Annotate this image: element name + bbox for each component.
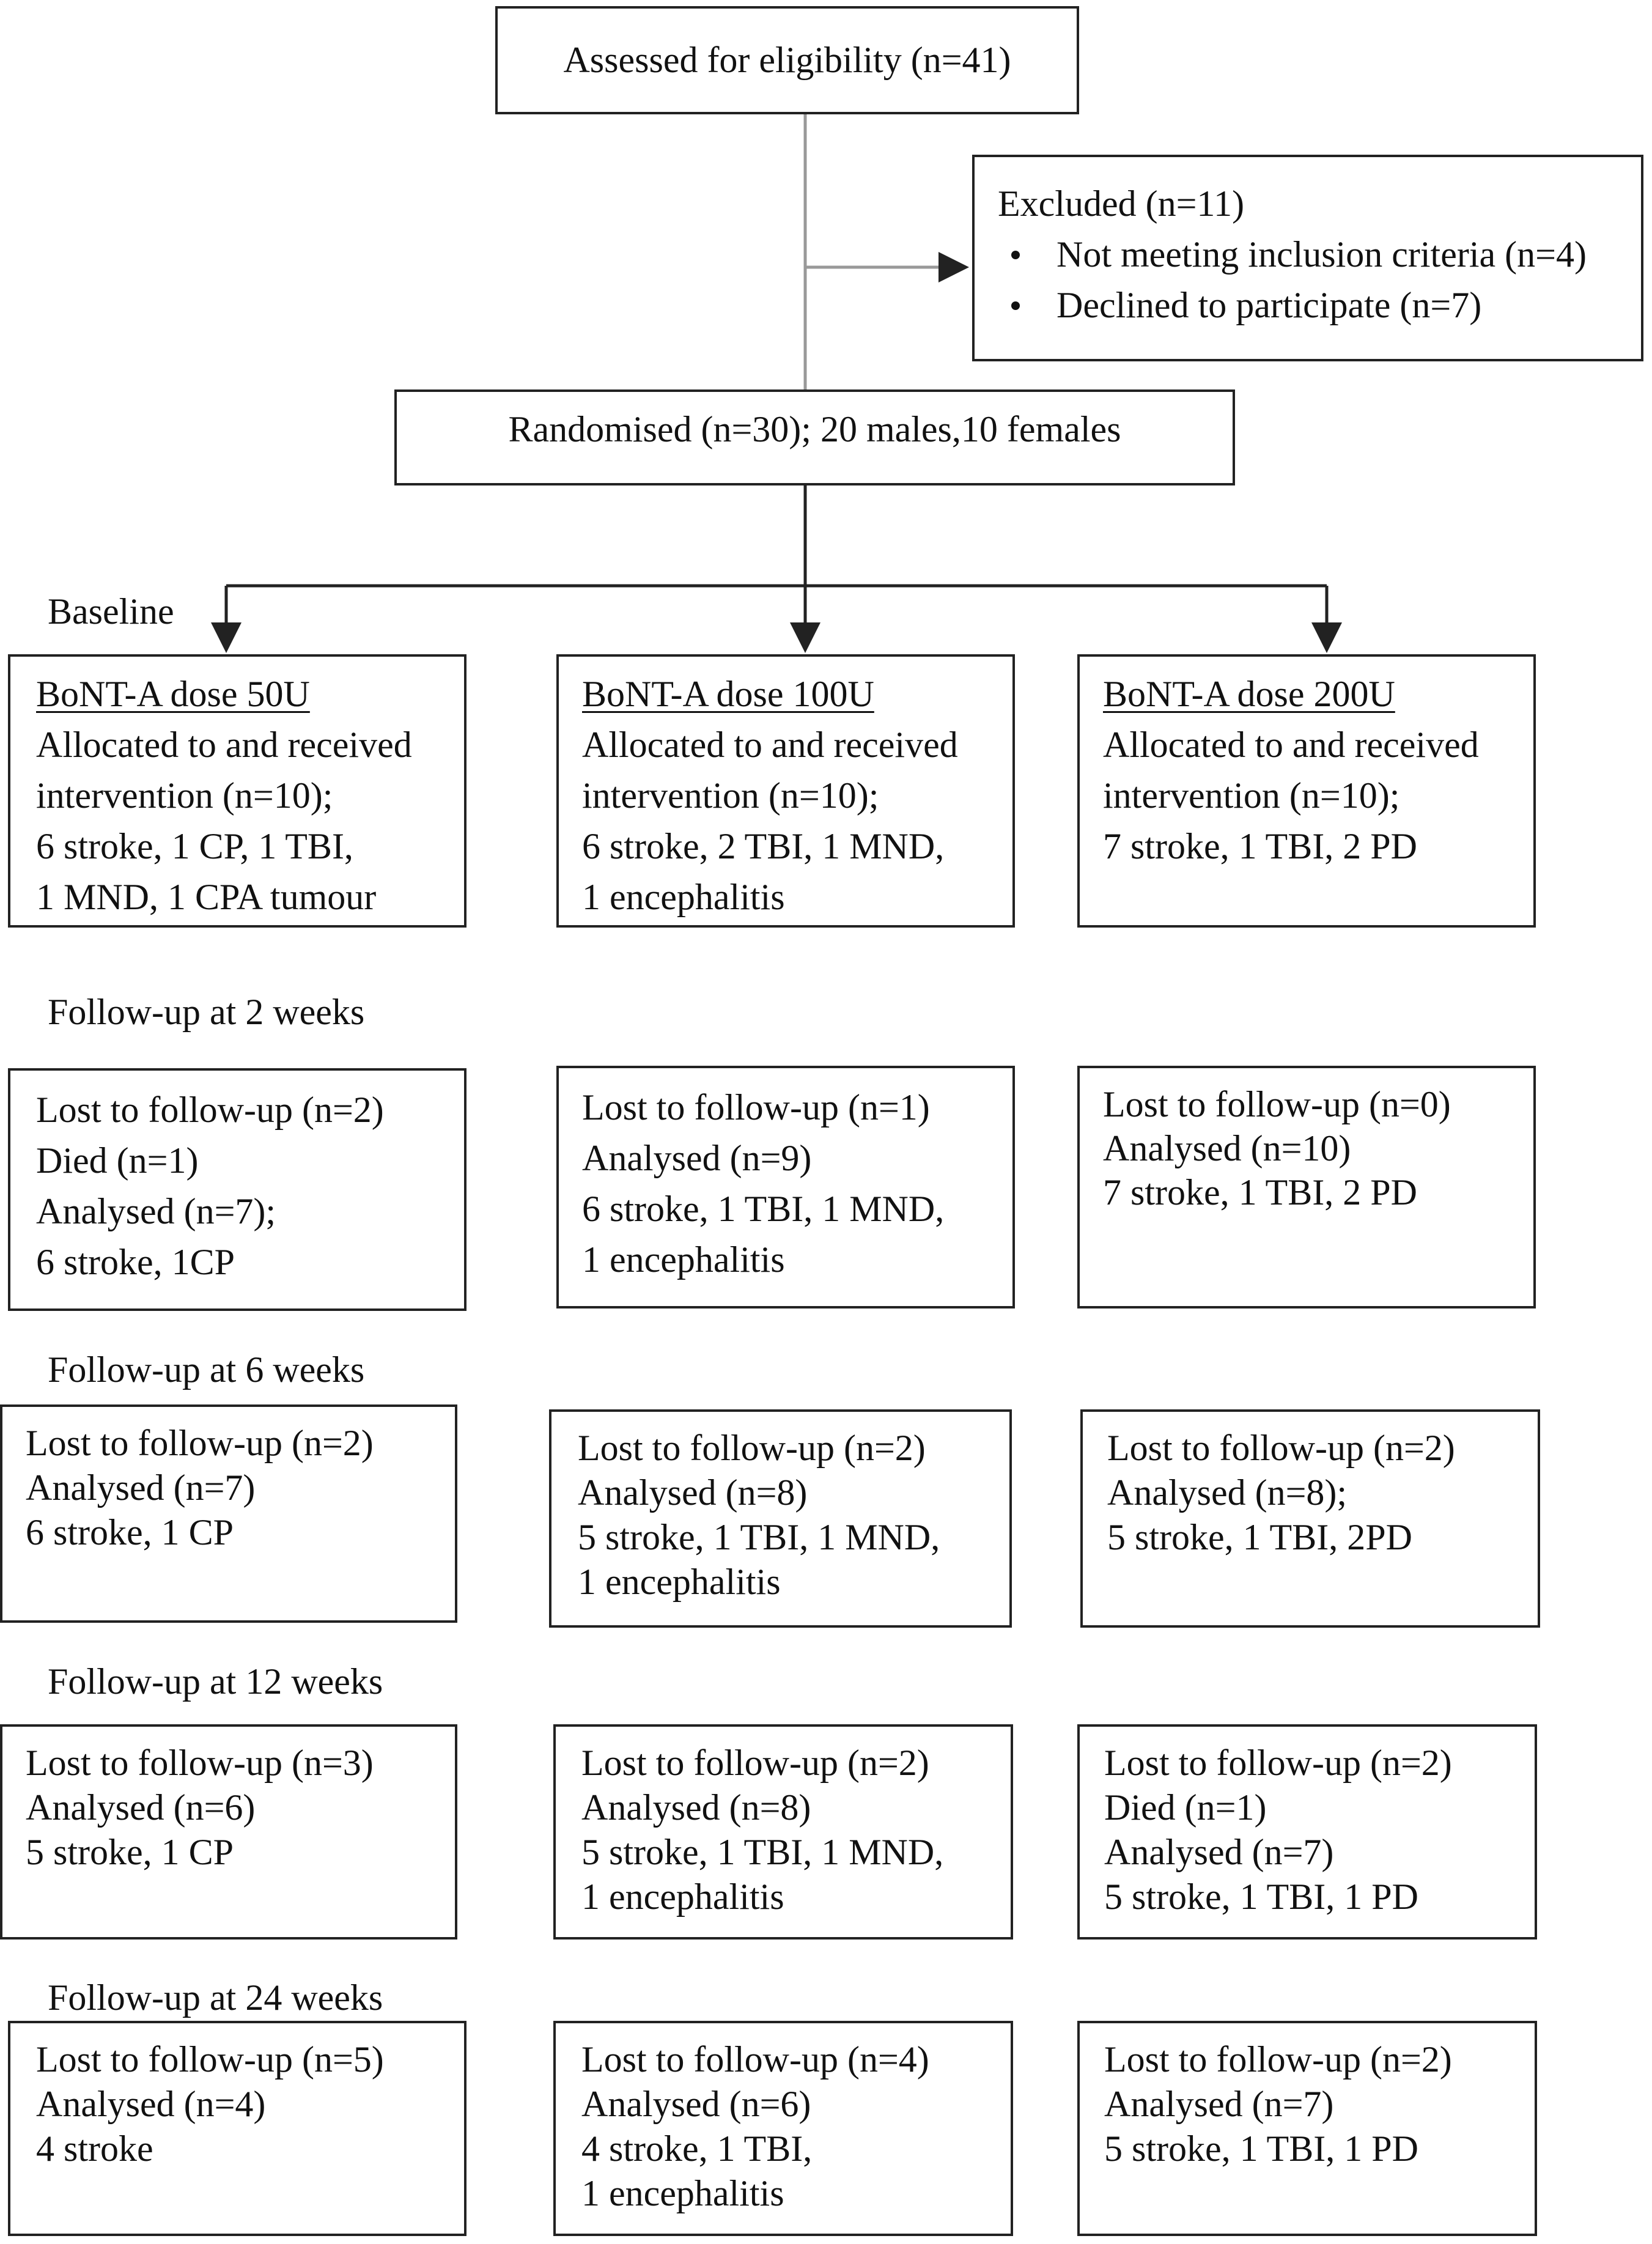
- box-line: Lost to follow-up (n=3): [26, 1743, 374, 1783]
- box-line: Analysed (n=9): [582, 1138, 812, 1178]
- group-200u-fu12-box: Lost to follow-up (n=2) Died (n=1) Analy…: [1077, 1724, 1537, 1940]
- box-line: Analysed (n=7): [26, 1467, 256, 1508]
- box-line: Died (n=1): [1104, 1787, 1267, 1828]
- box-line: intervention (n=10);: [582, 775, 879, 816]
- box-line: Analysed (n=8): [581, 1787, 811, 1828]
- box-line: Lost to follow-up (n=2): [581, 1743, 929, 1783]
- box-line: 6 stroke, 2 TBI, 1 MND,: [582, 826, 945, 866]
- box-line: 6 stroke, 1 CP, 1 TBI,: [36, 826, 353, 866]
- box-line: Lost to follow-up (n=1): [582, 1087, 930, 1128]
- stage-label-6-weeks: Follow-up at 6 weeks: [48, 1349, 365, 1390]
- excluded-reason-item: Declined to participate (n=7): [998, 280, 1641, 331]
- group-50u-baseline-box: BoNT-A dose 50U Allocated to and receive…: [8, 654, 466, 928]
- box-line: Lost to follow-up (n=2): [1104, 2039, 1452, 2080]
- group-50u-fu12-box: Lost to follow-up (n=3) Analysed (n=6) 5…: [0, 1724, 457, 1940]
- group-50u-fu2-box: Lost to follow-up (n=2) Died (n=1) Analy…: [8, 1068, 466, 1311]
- group-100u-baseline-box: BoNT-A dose 100U Allocated to and receiv…: [556, 654, 1015, 928]
- group-50u-fu24-box: Lost to follow-up (n=5) Analysed (n=4) 4…: [8, 2021, 466, 2236]
- box-line: Lost to follow-up (n=0): [1103, 1084, 1451, 1124]
- box-line: 5 stroke, 1 CP: [26, 1832, 234, 1872]
- group-50u-fu6-box: Lost to follow-up (n=2) Analysed (n=7) 6…: [0, 1404, 457, 1623]
- randomised-label: Randomised (n=30); 20 males,10 females: [508, 409, 1121, 449]
- stage-label-2-weeks: Follow-up at 2 weeks: [48, 992, 365, 1032]
- box-line: 6 stroke, 1 TBI, 1 MND,: [582, 1189, 945, 1229]
- excluded-title: Excluded (n=11): [998, 183, 1245, 224]
- stage-label-baseline: Baseline: [48, 591, 174, 632]
- box-line: Allocated to and received: [1103, 725, 1479, 765]
- box-line: Analysed (n=10): [1103, 1128, 1351, 1168]
- box-line: Allocated to and received: [582, 725, 958, 765]
- box-line: Lost to follow-up (n=2): [578, 1428, 926, 1468]
- box-line: intervention (n=10);: [1103, 775, 1400, 816]
- box-line: 1 encephalitis: [582, 1239, 785, 1280]
- box-line: 1 encephalitis: [578, 1562, 781, 1602]
- box-line: Lost to follow-up (n=2): [1107, 1428, 1455, 1468]
- box-line: 7 stroke, 1 TBI, 2 PD: [1103, 1172, 1417, 1212]
- box-line: 5 stroke, 1 TBI, 1 MND,: [581, 1832, 944, 1872]
- group-200u-baseline-box: BoNT-A dose 200U Allocated to and receiv…: [1077, 654, 1536, 928]
- stage-label-24-weeks: Follow-up at 24 weeks: [48, 1977, 383, 2018]
- box-line: Died (n=1): [36, 1140, 199, 1181]
- excluded-reasons: Not meeting inclusion criteria (n=4) Dec…: [998, 229, 1641, 331]
- box-line: 1 MND, 1 CPA tumour: [36, 877, 377, 917]
- group-100u-fu2-box: Lost to follow-up (n=1) Analysed (n=9) 6…: [556, 1066, 1015, 1308]
- box-line: Analysed (n=7): [1104, 1832, 1334, 1872]
- box-line: 5 stroke, 1 TBI, 2PD: [1107, 1517, 1412, 1557]
- box-line: Lost to follow-up (n=2): [1104, 1743, 1452, 1783]
- stage-label-12-weeks: Follow-up at 12 weeks: [48, 1661, 383, 1702]
- box-line: Analysed (n=6): [581, 2084, 811, 2124]
- excluded-box: Excluded (n=11) Not meeting inclusion cr…: [972, 155, 1643, 361]
- box-line: Allocated to and received: [36, 725, 412, 765]
- box-line: Analysed (n=8): [578, 1472, 808, 1513]
- box-line: 1 encephalitis: [582, 877, 785, 917]
- box-line: 6 stroke, 1 CP: [26, 1512, 234, 1552]
- box-line: intervention (n=10);: [36, 775, 333, 816]
- group-200u-fu24-box: Lost to follow-up (n=2) Analysed (n=7) 5…: [1077, 2021, 1537, 2236]
- box-line: 1 encephalitis: [581, 1877, 784, 1917]
- assessed-label: Assessed for eligibility (n=41): [563, 40, 1011, 80]
- group-200u-fu6-box: Lost to follow-up (n=2) Analysed (n=8); …: [1080, 1409, 1540, 1628]
- box-line: 5 stroke, 1 TBI, 1 MND,: [578, 1517, 940, 1557]
- group-100u-fu12-box: Lost to follow-up (n=2) Analysed (n=8) 5…: [553, 1724, 1013, 1940]
- group-heading: BoNT-A dose 50U: [36, 674, 310, 714]
- excluded-reason-item: Not meeting inclusion criteria (n=4): [998, 229, 1641, 280]
- group-200u-fu2-box: Lost to follow-up (n=0) Analysed (n=10) …: [1077, 1066, 1536, 1308]
- box-line: 6 stroke, 1CP: [36, 1242, 235, 1282]
- group-heading: BoNT-A dose 100U: [582, 674, 874, 714]
- box-line: Analysed (n=8);: [1107, 1472, 1348, 1513]
- group-heading: BoNT-A dose 200U: [1103, 674, 1395, 714]
- box-line: 5 stroke, 1 TBI, 1 PD: [1104, 1877, 1418, 1917]
- box-line: 7 stroke, 1 TBI, 2 PD: [1103, 826, 1417, 866]
- group-100u-fu6-box: Lost to follow-up (n=2) Analysed (n=8) 5…: [549, 1409, 1012, 1628]
- box-line: Analysed (n=4): [36, 2084, 266, 2124]
- box-line: Analysed (n=7);: [36, 1191, 276, 1231]
- box-line: 5 stroke, 1 TBI, 1 PD: [1104, 2128, 1418, 2169]
- box-line: Lost to follow-up (n=2): [36, 1090, 384, 1130]
- box-line: Analysed (n=6): [26, 1787, 256, 1828]
- box-line: Lost to follow-up (n=5): [36, 2039, 384, 2080]
- box-line: 4 stroke: [36, 2128, 153, 2169]
- randomised-box: Randomised (n=30); 20 males,10 females: [394, 389, 1235, 485]
- group-100u-fu24-box: Lost to follow-up (n=4) Analysed (n=6) 4…: [553, 2021, 1013, 2236]
- box-line: 4 stroke, 1 TBI,: [581, 2128, 813, 2169]
- box-line: Lost to follow-up (n=4): [581, 2039, 929, 2080]
- box-line: Lost to follow-up (n=2): [26, 1423, 374, 1463]
- box-line: 1 encephalitis: [581, 2173, 784, 2213]
- assessed-box: Assessed for eligibility (n=41): [495, 6, 1079, 114]
- box-line: Analysed (n=7): [1104, 2084, 1334, 2124]
